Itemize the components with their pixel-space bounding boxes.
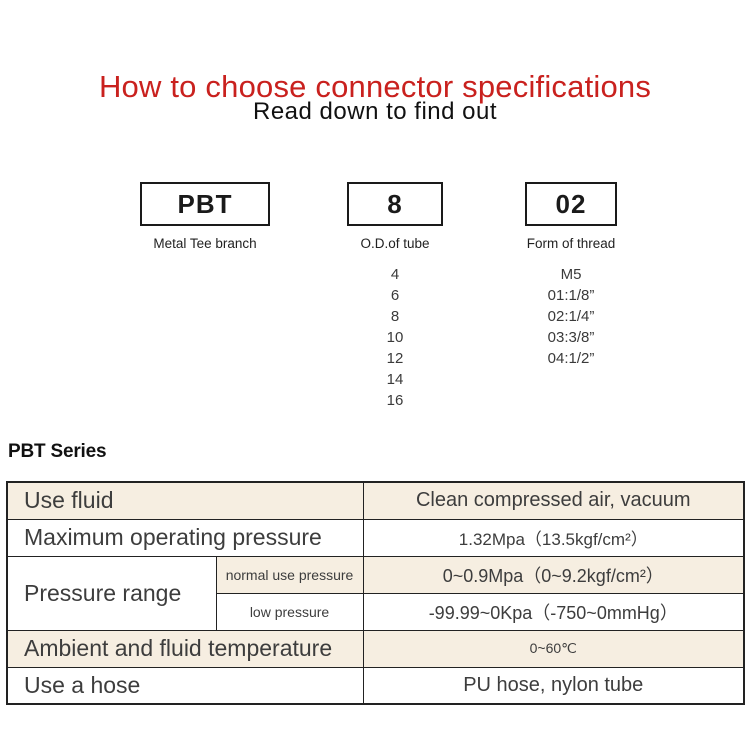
picker-column-tube-od: 8 O.D.of tube 4 6 8 10 12 14 16	[300, 182, 490, 411]
tube-od-option: 6	[390, 287, 400, 304]
row-sublabel: normal use pressure	[215, 555, 364, 594]
page-title: How to choose connector specifications	[98, 68, 652, 104]
table-row-max-pressure: Maximum operating pressure 1.32Mpa（13.5k…	[6, 518, 745, 557]
row-label: Use a hose	[6, 666, 364, 705]
row-label: Pressure range	[6, 555, 217, 631]
row-sublabel: low pressure	[215, 592, 364, 631]
thread-option: M5	[560, 266, 582, 283]
table-row-pressure-normal: Pressure range normal use pressure 0~0.9…	[6, 555, 745, 631]
thread-code-box: 02	[525, 182, 617, 226]
tube-od-option: 12	[386, 350, 404, 367]
series-code-label: Metal Tee branch	[153, 236, 257, 251]
thread-code: 02	[555, 188, 587, 219]
tube-od-code-box: 8	[347, 182, 443, 226]
spec-table: Use fluid Clean compressed air, vacuum M…	[6, 481, 745, 705]
tube-od-option: 16	[386, 392, 404, 409]
thread-option: 04:1/2”	[547, 350, 595, 367]
row-label: Maximum operating pressure	[6, 518, 364, 557]
tube-od-option: 8	[390, 308, 400, 325]
tube-od-code: 8	[387, 188, 403, 219]
picker-column-series: PBT Metal Tee branch	[75, 182, 335, 251]
tube-od-option: 10	[386, 329, 404, 346]
thread-option: 01:1/8”	[547, 287, 595, 304]
row-value: 0~0.9Mpa（0~9.2kgf/cm²）	[362, 555, 745, 594]
row-value: 0~60℃	[362, 629, 745, 668]
thread-option: 03:3/8”	[547, 329, 595, 346]
table-row-pressure-low: low pressure -99.99~0Kpa（-750~0mmHg）	[7, 592, 745, 631]
tube-od-options: 4 6 8 10 12 14 16	[300, 264, 490, 411]
row-label: Use fluid	[6, 481, 364, 520]
page-subtitle: Read down to find out	[253, 98, 497, 125]
tube-od-option: 4	[390, 266, 400, 283]
table-row-temperature: Ambient and fluid temperature 0~60℃	[6, 629, 745, 668]
row-value: 1.32Mpa（13.5kgf/cm²）	[362, 518, 745, 557]
picker-column-thread: 02 Form of thread M5 01:1/8” 02:1/4” 03:…	[478, 182, 664, 369]
series-heading: PBT Series	[8, 441, 107, 462]
tube-od-label: O.D.of tube	[360, 236, 430, 251]
row-label: Ambient and fluid temperature	[6, 629, 364, 668]
thread-option: 02:1/4”	[547, 308, 595, 325]
series-code: PBT	[177, 188, 233, 219]
table-row-use-fluid: Use fluid Clean compressed air, vacuum	[6, 481, 745, 520]
row-value: -99.99~0Kpa（-750~0mmHg）	[362, 592, 745, 631]
thread-options: M5 01:1/8” 02:1/4” 03:3/8” 04:1/2”	[478, 264, 664, 369]
row-value: Clean compressed air, vacuum	[362, 481, 745, 520]
row-value: PU hose, nylon tube	[362, 666, 745, 705]
thread-label: Form of thread	[526, 236, 616, 251]
table-row-hose: Use a hose PU hose, nylon tube	[6, 666, 745, 705]
tube-od-option: 14	[386, 371, 404, 388]
series-code-box: PBT	[140, 182, 270, 226]
